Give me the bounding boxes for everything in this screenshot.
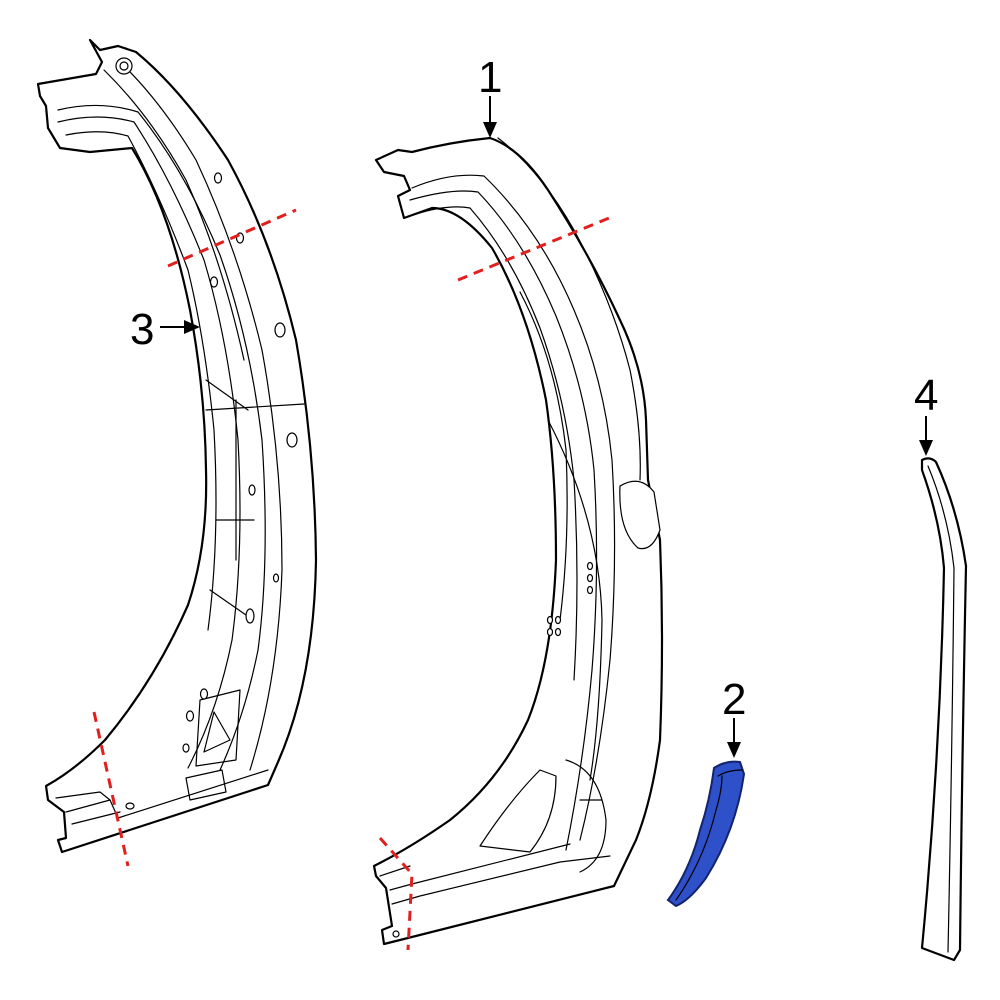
part-1-hole [586,561,594,571]
part-1-hole [546,615,554,625]
part-2-body [666,760,746,908]
part-4-outline [920,457,968,962]
part-1-flange-line-c [415,206,578,681]
part-3-hole [286,432,298,448]
part-1-emboss [619,480,661,550]
part-1-flange-line-a [411,174,616,841]
part-1-lower-pocket [479,769,557,853]
callout-arrow-2 [727,742,741,758]
part-3-flange-line-e [103,69,245,361]
part-1-outline [372,136,664,946]
part-1-hole [554,615,562,625]
callout-arrow-3 [184,320,200,334]
part-1-flange-line-d [497,137,641,481]
part-3-hole [199,688,209,700]
part-2-edge [675,769,743,901]
part-3-triangle-cutout [195,689,241,767]
part-3-hole [248,484,256,496]
part-1-hole [586,573,594,583]
part-3-hole [272,573,280,583]
part-1-outer-pillar [372,136,664,951]
callout-4: 4 [914,371,938,456]
part-1-flange-line-b [409,190,598,851]
callout-label-1: 1 [478,53,502,102]
part-3-hole [213,172,223,184]
part-3-bolt-hole-inner [119,61,129,71]
part-3-flange-line-c [65,131,217,631]
part-4-inner-edge [927,465,955,953]
part-3-hole [185,710,195,722]
part-1-hole [554,627,562,637]
part-3-outline [36,38,318,854]
part-3-bottom-pocket [185,769,227,801]
part-2-trim-piece [666,760,746,908]
callout-label-4: 4 [914,371,938,420]
callout-label-3: 3 [130,305,154,354]
callout-3: 3 [130,305,200,354]
callout-2: 2 [722,675,746,758]
part-1-inner-rib [519,291,603,781]
part-3-flange-line-d [119,61,283,771]
part-3-flange-line-a [57,104,266,771]
part-3-hole [245,608,255,624]
callout-arrow-1 [483,122,497,138]
part-3-hole [209,276,219,288]
part-3-hole [274,322,286,338]
part-3-cut-line-upper [167,208,297,268]
part-1-hole [546,627,554,637]
part-3-cut-line-lower [92,711,130,867]
part-3-flange-line-b [57,116,241,769]
part-1-cut-line-upper [457,214,615,282]
callout-arrow-4 [919,440,933,456]
callout-1: 1 [478,53,502,138]
part-1-hole [586,585,594,595]
part-3-hole [125,802,135,810]
part-3-inner-pillar [36,38,318,867]
part-1-lower-bracket [565,759,607,873]
part-3-cross-member [205,379,305,616]
part-1-hole [392,930,400,938]
part-3-lower-flange [55,769,269,825]
callout-label-2: 2 [722,675,746,724]
part-4-seal-strip [920,457,968,962]
part-3-hole [182,743,190,753]
